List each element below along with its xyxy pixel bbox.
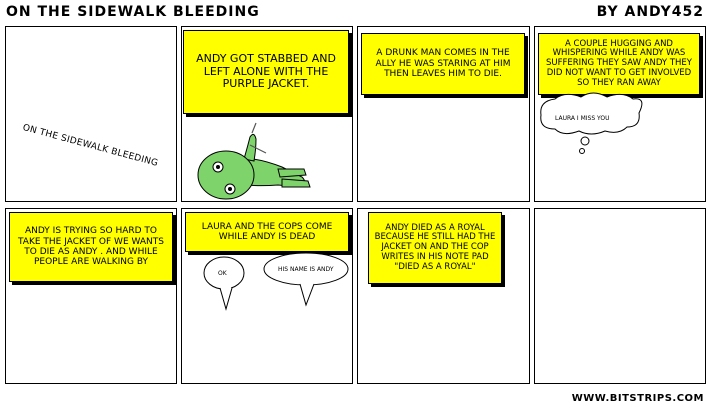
panel-4: A couple hugging and whispering while an…: [534, 26, 706, 202]
panel-6: Laura and the cops come while andy is de…: [181, 208, 353, 384]
strip-author: By andy452: [596, 4, 704, 20]
stabbed-character-illustration: [197, 122, 311, 200]
panel-1: On the sidewalk bleeding: [5, 26, 177, 202]
panel-7-caption: Andy died as a royal because he still ha…: [368, 212, 502, 284]
speech-bubble-left-text: ok: [218, 270, 227, 277]
thought-bubble-text: Laura I miss you: [555, 115, 610, 122]
speech-bubbles: [203, 252, 349, 311]
thought-bubble: [540, 92, 643, 154]
footer-url[interactable]: www.bitstrips.com: [571, 393, 704, 404]
panel-5-caption: Andy is trying so hard to take the jacke…: [9, 212, 173, 282]
panel-1-text: On the sidewalk bleeding: [21, 123, 160, 169]
panel-5: Andy is trying so hard to take the jacke…: [5, 208, 177, 384]
panel-3: A drunk man comes in the ally he was sta…: [357, 26, 530, 202]
panel-6-caption: Laura and the cops come while andy is de…: [185, 212, 349, 252]
panel-3-caption: A drunk man comes in the ally he was sta…: [361, 33, 525, 95]
panel-2-caption: Andy got stabbed and left alone with the…: [183, 30, 349, 114]
strip-title: On the sidewalk bleeding: [6, 4, 260, 20]
panel-4-caption: A couple hugging and whispering while an…: [538, 33, 700, 95]
speech-bubble-right-text: his name is andy: [278, 266, 334, 273]
panel-2: Andy got stabbed and left alone with the…: [181, 26, 353, 202]
panel-7: Andy died as a royal because he still ha…: [357, 208, 530, 384]
panel-8: [534, 208, 706, 384]
